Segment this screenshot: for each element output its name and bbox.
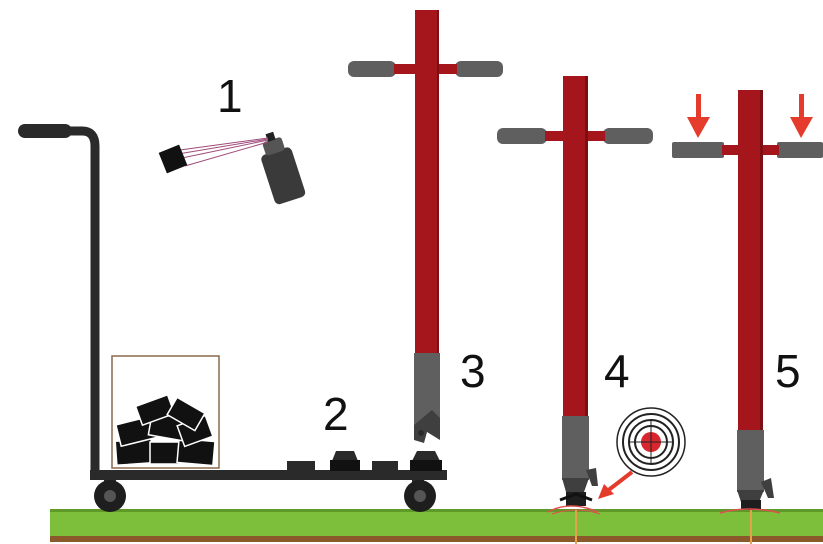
- step-number-4: 4: [604, 345, 630, 397]
- pole-driver-4: [497, 76, 653, 544]
- pole-driver-5: [672, 90, 823, 544]
- hand-truck-icon: [18, 124, 447, 512]
- pole-driver-3: [348, 10, 503, 443]
- spray-can-icon: [158, 131, 306, 205]
- down-arrow-icon: [687, 94, 710, 138]
- down-arrow-icon: [790, 94, 813, 138]
- step-number-3: 3: [460, 345, 486, 397]
- pointer-arrow-icon: [598, 470, 634, 499]
- ground: [50, 509, 823, 542]
- target-icon: [616, 407, 686, 477]
- step-number-5: 5: [775, 345, 801, 397]
- step-number-1: 1: [217, 70, 243, 122]
- parts-crate: [111, 355, 220, 469]
- ground-markers: [287, 451, 442, 471]
- step-number-2: 2: [323, 388, 349, 440]
